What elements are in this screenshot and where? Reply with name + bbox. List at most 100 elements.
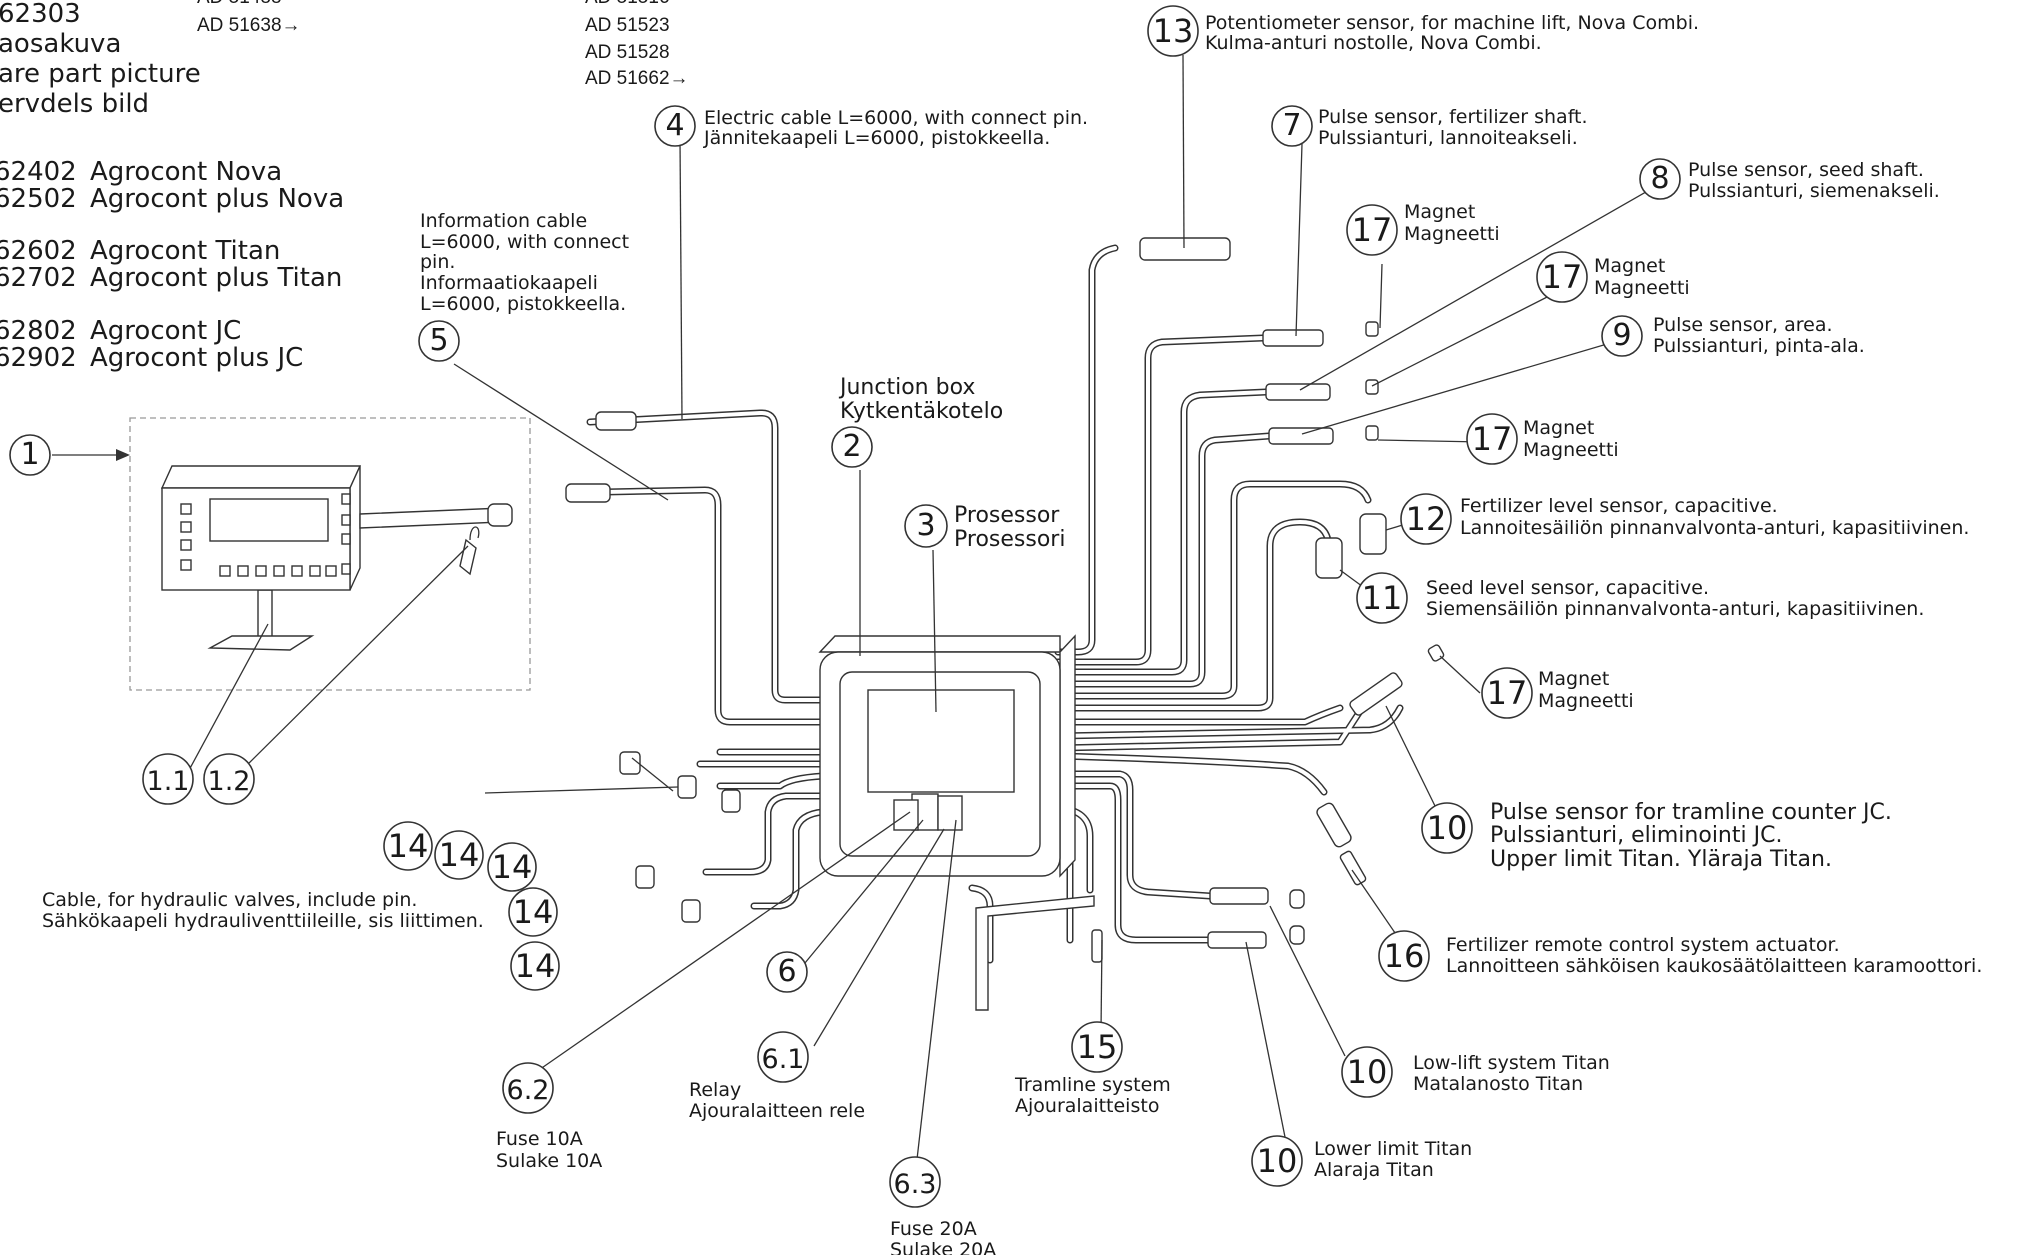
- label-6-2-fi: Sulake 10A: [496, 1150, 602, 1172]
- junction-box-top: [818, 635, 1061, 653]
- callout-balloon: 4: [654, 105, 696, 147]
- balloon-number: 9: [1612, 318, 1631, 353]
- balloon-circle: [203, 753, 255, 805]
- balloon-circle: [1536, 251, 1588, 303]
- balloon-number: 6: [777, 954, 796, 989]
- control-unit-assembly: [129, 417, 531, 691]
- ref-number: AD 51638→: [197, 15, 301, 36]
- label-17a-fi: Magneetti: [1404, 223, 1500, 245]
- control-unit-clip: [459, 538, 477, 576]
- label-17d-fi: Magneetti: [1538, 690, 1634, 712]
- magnet-17d: [1427, 644, 1445, 662]
- control-unit-foot: [207, 635, 315, 651]
- processor-board: [867, 689, 1015, 793]
- label-10c-fi: Alaraja Titan: [1314, 1159, 1434, 1181]
- label-6-3-fi: Sulake 20A: [890, 1239, 996, 1255]
- label-7-en: Pulse sensor, fertilizer shaft.: [1318, 106, 1588, 128]
- level-sensor-12: [1359, 513, 1387, 555]
- valve-plug-1: [619, 751, 641, 775]
- callout-balloon: 12: [1400, 493, 1452, 545]
- model-name: Agrocont Nova: [90, 157, 282, 187]
- header-line-1: 62303: [0, 0, 81, 29]
- label-17b-fi: Magneetti: [1594, 277, 1690, 299]
- callout-balloon: 10: [1251, 1135, 1303, 1187]
- tramline-counter-sensor: [1349, 672, 1403, 716]
- cable-4-plug: [595, 411, 637, 431]
- label-17b-en: Magnet: [1594, 255, 1665, 277]
- label-10a-line3: Upper limit Titan. Yläraja Titan.: [1490, 847, 1832, 872]
- balloon-circle: [1071, 1021, 1123, 1073]
- callout-balloon: 14: [508, 887, 558, 937]
- label-5-line5: L=6000, pistokkeella.: [420, 293, 626, 315]
- callout-balloon: 14: [487, 842, 537, 892]
- model-code: 62702: [0, 263, 77, 293]
- label-16-en: Fertilizer remote control system actuato…: [1446, 934, 1840, 956]
- balloon-circle: [142, 753, 194, 805]
- callout-balloon: 17: [1536, 251, 1588, 303]
- fuse-6-2: [893, 799, 919, 831]
- model-code: 62402: [0, 157, 77, 187]
- label-2-en: Junction box: [838, 375, 975, 400]
- balloon-circle: [383, 821, 433, 871]
- callout-balloon: 9: [1601, 315, 1643, 357]
- callout-balloon: 6.3: [889, 1156, 941, 1208]
- callout-balloon: 6: [766, 951, 808, 993]
- callout-balloon: 17: [1481, 667, 1533, 719]
- leader-lines: [52, 54, 1666, 1169]
- label-15-fi: Ajouralaitteisto: [1015, 1095, 1159, 1117]
- labels: Potentiometer sensor, for machine lift, …: [42, 12, 1982, 1255]
- control-unit-plug: [487, 503, 513, 527]
- balloon-circle: [1601, 315, 1643, 357]
- balloon-number: 10: [1427, 809, 1468, 847]
- valve-plug-5: [681, 899, 701, 923]
- model-name: Agrocont plus Titan: [90, 263, 342, 293]
- label-14-fi: Sähkökaapeli hydrauliventtiileille, sis …: [42, 910, 484, 932]
- label-6-1-fi: Ajouralaitteen rele: [689, 1100, 865, 1122]
- balloon-number: 14: [388, 827, 429, 865]
- balloon-circle: [1147, 5, 1199, 57]
- model-code: 62602: [0, 236, 77, 266]
- balloon-circle: [510, 941, 560, 991]
- lower-sensor-a: [1209, 887, 1269, 905]
- label-8-fi: Pulssianturi, siemenakseli.: [1688, 180, 1940, 202]
- label-8-en: Pulse sensor, seed shaft.: [1688, 159, 1924, 181]
- label-17c-fi: Magneetti: [1523, 439, 1619, 461]
- actuator-16: [1316, 802, 1352, 848]
- callout-balloon: 1.1: [142, 753, 194, 805]
- label-15-en: Tramline system: [1014, 1074, 1171, 1096]
- label-5-line3: pin.: [420, 251, 455, 273]
- balloon-circle: [1341, 1046, 1393, 1098]
- label-7-fi: Pulssianturi, lannoiteakseli.: [1318, 127, 1578, 149]
- label-16-fi: Lannoitteen sähköisen kaukosäätölaitteen…: [1446, 955, 1982, 977]
- balloon-number: 8: [1650, 161, 1669, 196]
- header-line-2: aosakuva: [0, 29, 121, 59]
- label-12-en: Fertilizer level sensor, capacitive.: [1460, 495, 1778, 517]
- balloon-number: 17: [1352, 211, 1393, 249]
- header-block: 62303 aosakuva are part picture ervdels …: [0, 0, 689, 119]
- balloon-circle: [1400, 493, 1452, 545]
- balloon-number: 11: [1362, 579, 1403, 617]
- ref-number: AD 51523: [585, 15, 670, 36]
- control-unit-hook: [469, 526, 480, 541]
- label-13-en: Potentiometer sensor, for machine lift, …: [1205, 12, 1699, 34]
- label-10a-line1: Pulse sensor for tramline counter JC.: [1490, 800, 1892, 825]
- balloon-number: 17: [1472, 420, 1513, 458]
- balloon-circle: [831, 426, 873, 468]
- control-unit-body-right: [349, 465, 361, 591]
- label-10a-line2: Pulssianturi, eliminointi JC.: [1490, 823, 1782, 848]
- label-5-line4: Informaatiokaapeli: [420, 272, 598, 294]
- valve-plug-4: [635, 865, 655, 889]
- magnet-a: [1289, 889, 1305, 909]
- balloon-circle: [1251, 1135, 1303, 1187]
- balloon-circle: [654, 105, 696, 147]
- cable-bundle: [586, 244, 1404, 1011]
- control-unit-display: [209, 498, 329, 542]
- callout-balloon: 14: [383, 821, 433, 871]
- model-name: Agrocont JC: [90, 316, 241, 346]
- label-4-en: Electric cable L=6000, with connect pin.: [704, 107, 1088, 129]
- label-13-fi: Kulma-anturi nostolle, Nova Combi.: [1205, 32, 1542, 54]
- balloon-number: 10: [1257, 1142, 1298, 1180]
- pulse-sensor-9: [1268, 427, 1334, 445]
- callout-balloon: 3: [904, 504, 948, 548]
